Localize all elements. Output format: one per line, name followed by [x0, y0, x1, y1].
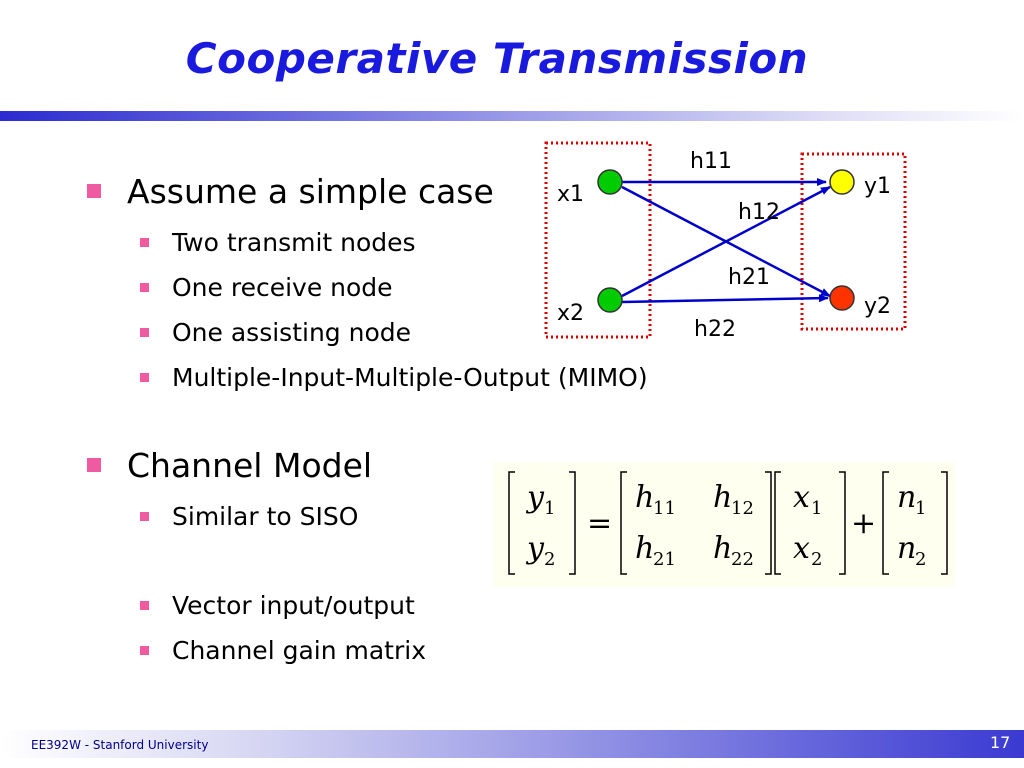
- footer-course: EE392W - Stanford University: [31, 738, 209, 752]
- node-label-y2: y2: [864, 294, 891, 319]
- bullet-text: Two transmit nodes: [172, 228, 416, 257]
- sub-h12: 12: [731, 498, 754, 519]
- node-y2: [829, 285, 855, 311]
- equation-svg: y 1 y 2 = h 11 h 12 h 21 h 22 x 1 x 2 + …: [508, 471, 948, 575]
- bracket-right-h: [765, 471, 772, 575]
- bullet-text: Similar to SISO: [172, 502, 359, 531]
- edge-label-h12: h12: [738, 200, 780, 225]
- sym-equals: =: [587, 506, 612, 541]
- bracket-left-h: [620, 471, 627, 575]
- sub-y2: 2: [544, 549, 555, 570]
- sym-n1: n: [897, 480, 916, 515]
- channel-equation: y 1 y 2 = h 11 h 12 h 21 h 22 x 1 x 2 + …: [493, 462, 955, 587]
- bullet-square-icon: [140, 512, 149, 521]
- sub-h21: 21: [653, 549, 676, 570]
- bracket-left-y: [508, 471, 515, 575]
- sub-x2: 2: [811, 549, 822, 570]
- bullet-text: One assisting node: [172, 318, 411, 347]
- edge-label-h22: h22: [694, 317, 736, 342]
- bullet-square-icon: [87, 458, 101, 472]
- bracket-right-x: [839, 471, 846, 575]
- sym-h21: h: [635, 531, 654, 566]
- bracket-right-y: [569, 471, 576, 575]
- sub-h11: 11: [653, 498, 676, 519]
- bracket-right-n: [941, 471, 948, 575]
- title-divider: [0, 111, 1024, 121]
- bullet-square-icon: [87, 184, 101, 198]
- slide-title: Cooperative Transmission: [185, 34, 809, 83]
- edge-h22: [621, 294, 829, 304]
- edge-label-h11: h11: [690, 149, 732, 174]
- sym-n2: n: [897, 531, 916, 566]
- page-number: 17: [990, 733, 1011, 752]
- sym-x1: x: [793, 480, 810, 515]
- bullet-text: Vector input/output: [172, 591, 415, 620]
- bullet-text: Channel Model: [127, 446, 373, 485]
- sym-plus: +: [851, 506, 876, 541]
- node-label-y1: y1: [864, 174, 891, 199]
- sym-x2: x: [793, 531, 810, 566]
- bullet-square-icon: [140, 601, 149, 610]
- bullet-square-icon: [140, 646, 149, 655]
- bullet-text: Channel gain matrix: [172, 636, 427, 665]
- sym-y2: y: [525, 531, 545, 566]
- receive-group-box: [800, 152, 907, 331]
- footer-bar: [0, 730, 1024, 758]
- bullet-text: One receive node: [172, 273, 393, 302]
- bullet-square-icon: [140, 238, 149, 247]
- edge-label-h21: h21: [728, 265, 770, 290]
- node-x2: [597, 287, 623, 313]
- node-y1: [829, 169, 855, 195]
- bullet-text: Assume a simple case: [127, 172, 494, 211]
- bullet-square-icon: [140, 283, 149, 292]
- sym-h11: h: [635, 480, 654, 515]
- sub-h22: 22: [731, 549, 754, 570]
- bullet-square-icon: [140, 373, 149, 382]
- sub-y1: 1: [544, 498, 555, 519]
- transmit-group-box: [544, 141, 652, 339]
- sub-x1: 1: [811, 498, 822, 519]
- sym-h12: h: [713, 480, 732, 515]
- sym-h22: h: [713, 531, 732, 566]
- node-label-x2: x2: [557, 301, 584, 326]
- node-label-x1: x1: [557, 182, 584, 207]
- node-x1: [597, 169, 623, 195]
- bullet-square-icon: [140, 328, 149, 337]
- bracket-left-x: [774, 471, 781, 575]
- sym-y1: y: [525, 480, 545, 515]
- edge-h12: [621, 185, 831, 298]
- sub-n2: 2: [915, 549, 926, 570]
- bracket-left-n: [882, 471, 889, 575]
- bullet-text: Multiple-Input-Multiple-Output (MIMO): [172, 363, 648, 392]
- sub-n1: 1: [915, 498, 926, 519]
